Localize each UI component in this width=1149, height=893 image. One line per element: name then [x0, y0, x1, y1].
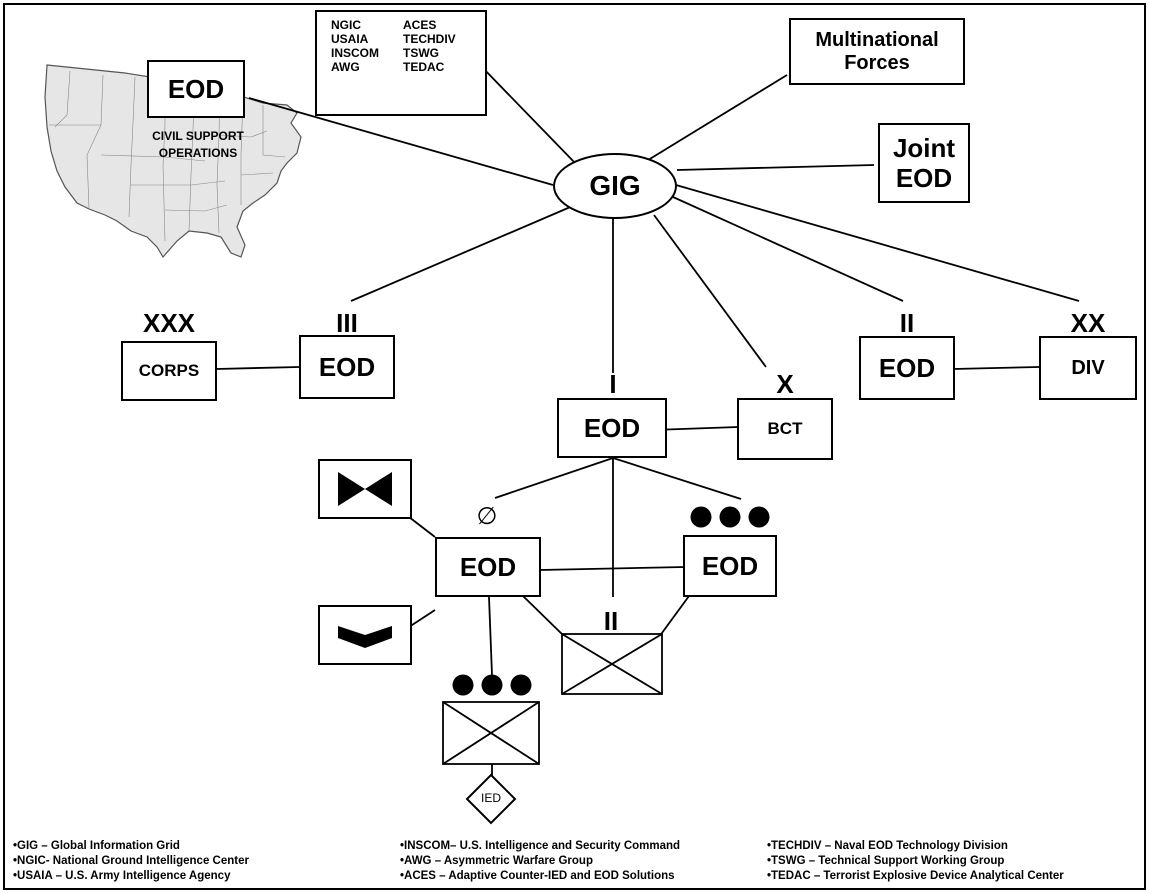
corps-box: CORPS	[121, 341, 217, 401]
bct-echelon: X	[776, 369, 794, 399]
ied-diamond	[465, 773, 517, 825]
bowtie-icon	[338, 472, 392, 506]
legend-inscom: •INSCOM– U.S. Intelligence and Security …	[400, 840, 681, 852]
legend-usaia: •USAIA – U.S. Army Intelligence Agency	[13, 870, 231, 882]
eod-battalion-box: EOD	[299, 335, 395, 399]
legend-awg: •AWG – Asymmetric Warfare Group	[400, 855, 593, 867]
bct-box: BCT	[737, 398, 833, 460]
civil-support-caption-line2: OPERATIONS	[158, 146, 238, 160]
infantry-battalion-symbol	[561, 633, 663, 695]
div-echelon: XX	[1070, 308, 1106, 338]
ied-label: IED	[480, 791, 501, 805]
acronym-ngic: NGIC	[331, 18, 361, 32]
acronym-techdiv: TECHDIV	[403, 32, 456, 46]
acronym-tswg: TSWG	[403, 46, 439, 60]
multinational-line2: Forces	[844, 51, 910, 74]
corps-echelon: XXX	[142, 308, 196, 338]
legend-column-3: •TECHDIV – Naval EOD Technology Division…	[767, 839, 1064, 884]
infantry-battalion-echelon: II	[603, 606, 619, 636]
gig-hub: GIG	[553, 153, 677, 219]
multinational-forces-box: Multinational Forces	[789, 18, 965, 85]
eod-platoon-box: EOD	[683, 535, 777, 597]
chevron-symbol-box	[318, 605, 412, 665]
acronym-awg: AWG	[331, 60, 360, 74]
infantry-platoon-symbol	[442, 701, 540, 765]
acronym-aces: ACES	[403, 18, 437, 32]
eod-division-echelon: II	[899, 308, 915, 338]
acronym-usaia: USAIA	[331, 32, 369, 46]
eod-team-box: EOD	[435, 537, 541, 597]
joint-eod-box: Joint EOD	[878, 123, 970, 203]
legend-tedac: •TEDAC – Terrorist Explosive Device Anal…	[767, 870, 1064, 882]
multinational-line1: Multinational	[815, 28, 939, 51]
civil-support-caption-line1: CIVIL SUPPORT	[152, 129, 244, 143]
eod-division-box: EOD	[859, 336, 955, 400]
diagram-frame: EOD CIVIL SUPPORT OPERATIONS NGIC USAIA …	[3, 3, 1146, 890]
chevron-icon	[338, 626, 392, 648]
eod-team-null-symbol: ∅	[476, 503, 498, 530]
gig-spokes	[248, 64, 1080, 373]
eod-company-box: EOD	[557, 398, 667, 458]
div-box: DIV	[1039, 336, 1137, 400]
intelligence-agencies-box: NGIC USAIA INSCOM AWG ACES TECHDIV TSWG …	[315, 10, 487, 116]
joint-line2: EOD	[895, 163, 953, 193]
eod-company-echelon: I	[609, 369, 617, 399]
legend-tswg: •TSWG – Technical Support Working Group	[767, 855, 1005, 867]
legend-column-2: •INSCOM– U.S. Intelligence and Security …	[400, 839, 680, 884]
platoon-dots-lower	[452, 674, 532, 696]
unit-connectors	[215, 366, 1040, 676]
civil-support-eod-box: EOD	[147, 60, 245, 118]
legend-ngic: •NGIC- National Ground Intelligence Cent…	[13, 855, 249, 867]
joint-line1: Joint	[892, 133, 956, 163]
legend-aces: •ACES – Adaptive Counter-IED and EOD Sol…	[400, 870, 675, 882]
bowtie-symbol-box	[318, 459, 412, 519]
legend-techdiv: •TECHDIV – Naval EOD Technology Division	[767, 840, 1008, 852]
platoon-dots-upper	[690, 506, 770, 528]
acronym-tedac: TEDAC	[403, 60, 445, 74]
legend-column-1: •GIG – Global Information Grid •NGIC- Na…	[13, 839, 249, 884]
eod-battalion-echelon: III	[336, 308, 358, 338]
legend-gig: •GIG – Global Information Grid	[13, 840, 180, 852]
acronym-inscom: INSCOM	[331, 46, 379, 60]
acronym-legend: •GIG – Global Information Grid •NGIC- Na…	[5, 835, 1144, 888]
